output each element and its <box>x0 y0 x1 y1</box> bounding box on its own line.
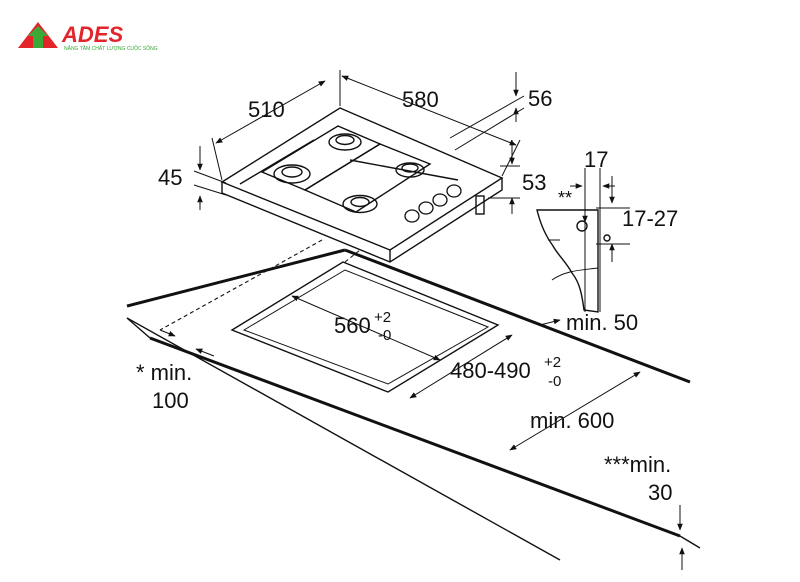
cutout-width-value: 560 <box>334 313 371 338</box>
cutout-depth-tol-plus: +2 <box>544 354 561 371</box>
label-bracket-width: 17 <box>584 147 608 172</box>
burner-front-left <box>273 164 311 184</box>
cutout-width-tol-plus: +2 <box>374 309 391 326</box>
dimension-lines <box>159 70 685 570</box>
label-bottom-min-value: 30 <box>648 480 672 505</box>
label-bracket-marker: ** <box>558 188 572 208</box>
brand-name: ADES <box>61 22 123 47</box>
gas-connector <box>475 195 485 215</box>
label-cutout-depth: 480-490 +2 -0 <box>450 354 561 390</box>
label-cutout-width: 560 +2 -0 <box>334 309 391 344</box>
label-hob-body-depth: 53 <box>522 170 546 195</box>
hob-top <box>220 107 504 251</box>
screw-hole <box>576 220 588 232</box>
label-hob-depth: 510 <box>248 97 285 122</box>
cutout-outer <box>230 261 500 393</box>
label-hob-thickness: 45 <box>158 165 182 190</box>
worktop <box>126 239 701 561</box>
cutout-width-tol-minus: -0 <box>378 327 391 344</box>
cutout-depth-tol-minus: -0 <box>548 373 561 390</box>
label-hob-height-total: 56 <box>528 86 552 111</box>
burner-front-right <box>342 194 378 214</box>
cutout-depth-value: 480-490 <box>450 358 531 383</box>
label-worktop-depth: min. 600 <box>530 408 614 433</box>
label-side-min-prefix: * min. <box>136 360 192 385</box>
arrow-up-icon <box>28 26 48 48</box>
burner-back-right <box>395 162 425 178</box>
knob-3 <box>432 193 448 207</box>
cutout-inner <box>242 269 490 385</box>
brand-tagline: NÂNG TẦM CHẤT LƯỢNG CUỘC SỐNG <box>64 45 158 52</box>
label-front-min: min. 50 <box>566 310 638 335</box>
knob-2 <box>418 201 434 215</box>
bracket-detail <box>536 168 630 313</box>
knob-1 <box>404 209 420 223</box>
knob-4 <box>446 184 462 198</box>
label-hob-width: 580 <box>402 87 439 112</box>
label-bracket-range: 17-27 <box>622 206 678 231</box>
burner-back-left <box>328 133 362 151</box>
brand-logo: ADES NÂNG TẦM CHẤT LƯỢNG CUỘC SỐNG <box>18 22 158 52</box>
label-bottom-min-prefix: ***min. <box>604 452 671 477</box>
label-side-min-value: 100 <box>152 388 189 413</box>
gas-hob <box>220 107 504 263</box>
